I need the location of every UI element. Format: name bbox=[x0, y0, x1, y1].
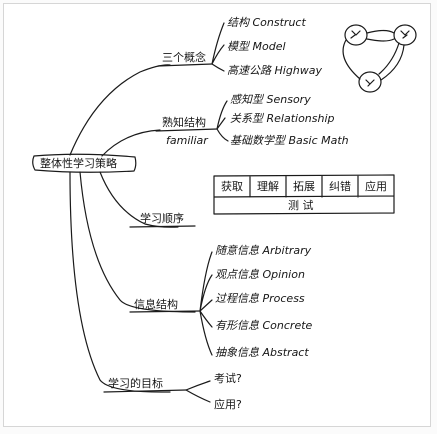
concept-item-construct: 结构 Construct bbox=[227, 16, 306, 29]
sequence-step-apply: 应用 bbox=[365, 180, 387, 193]
underline-sequence bbox=[129, 225, 196, 228]
branch-label-concepts: 三个概念 bbox=[162, 51, 206, 64]
sequence-footer-test: 测 试 bbox=[288, 199, 314, 212]
branch-label-sequence: 学习顺序 bbox=[140, 212, 184, 225]
sequence-step-expand: 拓展 bbox=[293, 180, 315, 193]
image-frame bbox=[3, 3, 431, 427]
familiar-item-relationship: 关系型 Relationship bbox=[230, 112, 335, 125]
info-item-process: 过程信息 Process bbox=[215, 292, 305, 305]
goal-item-exam: 考试? bbox=[214, 372, 242, 385]
info-item-concrete: 有形信息 Concrete bbox=[215, 319, 313, 332]
branch-line-sequence bbox=[99, 171, 179, 228]
branch-line-familiar bbox=[101, 129, 161, 157]
branch-sublabel-familiar: familiar bbox=[166, 134, 208, 147]
concept-item-highway: 高速公路 Highway bbox=[227, 64, 323, 77]
underline-info bbox=[129, 310, 201, 313]
branch-label-info: 信息结构 bbox=[134, 298, 178, 311]
center-node-outline bbox=[32, 153, 137, 173]
sub-lines-info bbox=[199, 251, 213, 356]
sequence-step-acquire: 获取 bbox=[221, 180, 243, 193]
info-item-arbitrary: 随意信息 Arbitrary bbox=[215, 244, 312, 257]
goal-item-apply: 应用? bbox=[214, 398, 242, 411]
sub-lines-goal bbox=[185, 380, 211, 403]
sequence-table bbox=[213, 174, 395, 215]
branch-line-info bbox=[79, 171, 196, 313]
branch-label-familiar: 熟知结构 bbox=[162, 116, 206, 129]
center-node-label: 整体性学习策略 bbox=[40, 157, 117, 170]
sub-lines-familiar bbox=[216, 100, 229, 142]
underline-concepts bbox=[157, 63, 213, 67]
info-item-abstract: 抽象信息 Abstract bbox=[215, 346, 309, 359]
underline-familiar bbox=[155, 128, 218, 132]
concept-item-model: 模型 Model bbox=[227, 40, 286, 53]
branch-line-goal bbox=[69, 171, 171, 393]
familiar-item-basic-math: 基础数学型 Basic Math bbox=[230, 134, 349, 147]
familiar-item-sensory: 感知型 Sensory bbox=[230, 93, 311, 106]
sequence-step-correct: 纠错 bbox=[329, 180, 351, 193]
underline-goal bbox=[103, 389, 187, 393]
sequence-step-understand: 理解 bbox=[257, 180, 279, 193]
info-item-opinion: 观点信息 Opinion bbox=[215, 268, 305, 281]
sub-lines-concepts bbox=[211, 22, 225, 72]
branch-label-goal: 学习的目标 bbox=[108, 377, 163, 390]
highway-sketch bbox=[342, 24, 417, 93]
